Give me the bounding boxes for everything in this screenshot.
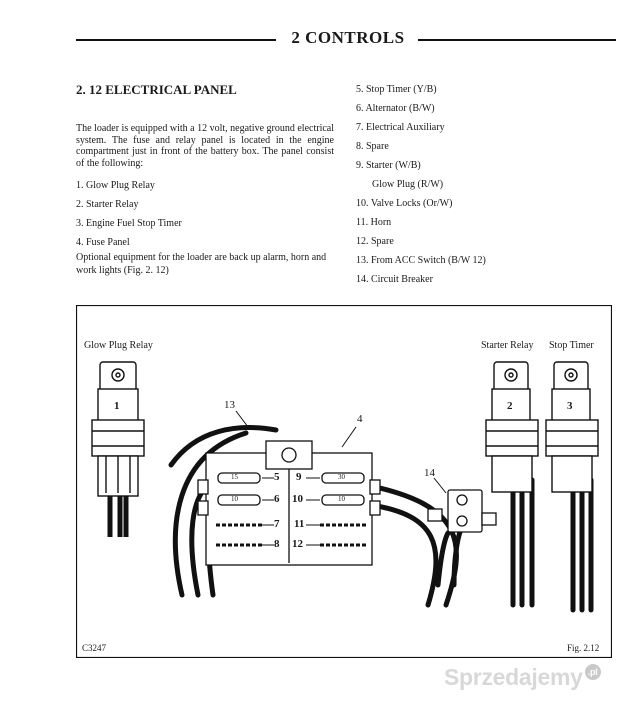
list-item: 1. Glow Plug Relay: [76, 180, 155, 191]
watermark: Sprzedajemy.pl: [444, 664, 601, 691]
glow-plug-relay-drawing: [91, 361, 145, 537]
fuse-rating-15: 15: [231, 473, 238, 481]
fuse-slot-12: 12: [292, 538, 303, 550]
list-item: 8. Spare: [356, 141, 389, 152]
fuse-panel-drawing: [197, 440, 381, 566]
optional-equipment-paragraph: Optional equipment for the loader are ba…: [76, 252, 327, 276]
watermark-badge: .pl: [584, 664, 601, 680]
starter-relay-label: Starter Relay: [481, 340, 534, 351]
list-item: 10. Valve Locks (Or/W): [356, 198, 453, 209]
section-title: 2. 12 ELECTRICAL PANEL: [76, 82, 237, 97]
list-item: 12. Spare: [356, 236, 394, 247]
stop-timer-drawing: [545, 361, 599, 493]
arrow-lines: [235, 410, 447, 546]
list-item: 6. Alternator (B/W): [356, 103, 435, 114]
fuse-slot-10: 10: [292, 493, 303, 505]
list-item: Glow Plug (R/W): [372, 179, 444, 190]
list-item: 14. Circuit Breaker: [356, 274, 433, 285]
fuse-slot-6: 6: [274, 493, 280, 505]
fuse-slot-5: 5: [274, 471, 280, 483]
fuse-rating-10: 10: [338, 495, 345, 503]
list-item: 2. Starter Relay: [76, 199, 139, 210]
component-list-left: 1. Glow Plug Relay 2. Starter Relay 3. E…: [76, 176, 336, 252]
figure-frame: [76, 305, 612, 658]
watermark-text: Sprzedajemy: [444, 664, 583, 690]
fuse-slot-9: 9: [296, 471, 302, 483]
callout-4: 4: [357, 413, 363, 425]
callout-13: 13: [224, 399, 235, 411]
callout-3: 3: [567, 400, 573, 412]
list-item: 4. Fuse Panel: [76, 237, 130, 248]
component-list-right: 5. Stop Timer (Y/B) 6. Alternator (B/W) …: [356, 80, 616, 289]
list-item: 7. Electrical Auxiliary: [356, 122, 445, 133]
fuse-rating-30: 30: [338, 473, 345, 481]
list-item: 11. Horn: [356, 217, 392, 228]
fuse-rating-10: 10: [231, 495, 238, 503]
drawing-code: C3247: [82, 643, 107, 653]
list-item: 5. Stop Timer (Y/B): [356, 84, 437, 95]
wiring-diagram: [76, 305, 612, 658]
intro-paragraph: The loader is equipped with a 12 volt, n…: [76, 123, 334, 169]
callout-14: 14: [424, 467, 435, 479]
electrical-panel-figure: Glow Plug Relay Starter Relay Stop Timer…: [76, 305, 612, 658]
fuse-slot-7: 7: [274, 518, 280, 530]
starter-relay-drawing: [485, 361, 539, 493]
callout-1: 1: [114, 400, 120, 412]
harness-wires: [168, 425, 594, 613]
list-item: 13. From ACC Switch (B/W 12): [356, 255, 486, 266]
header-rule-right: [418, 39, 616, 41]
list-item: 9. Starter (W/B): [356, 160, 421, 171]
header-rule-left: [76, 39, 276, 41]
circuit-breaker-drawing: [427, 489, 497, 533]
page-header: 2 CONTROLS: [76, 28, 616, 52]
page-title: 2 CONTROLS: [291, 28, 405, 47]
list-item: 3. Engine Fuel Stop Timer: [76, 218, 182, 229]
glow-plug-relay-label: Glow Plug Relay: [84, 340, 153, 351]
fuse-slot-8: 8: [274, 538, 280, 550]
figure-number: Fig. 2.12: [567, 643, 600, 653]
stop-timer-label: Stop Timer: [549, 340, 594, 351]
callout-2: 2: [507, 400, 513, 412]
fuse-slot-11: 11: [294, 518, 305, 530]
